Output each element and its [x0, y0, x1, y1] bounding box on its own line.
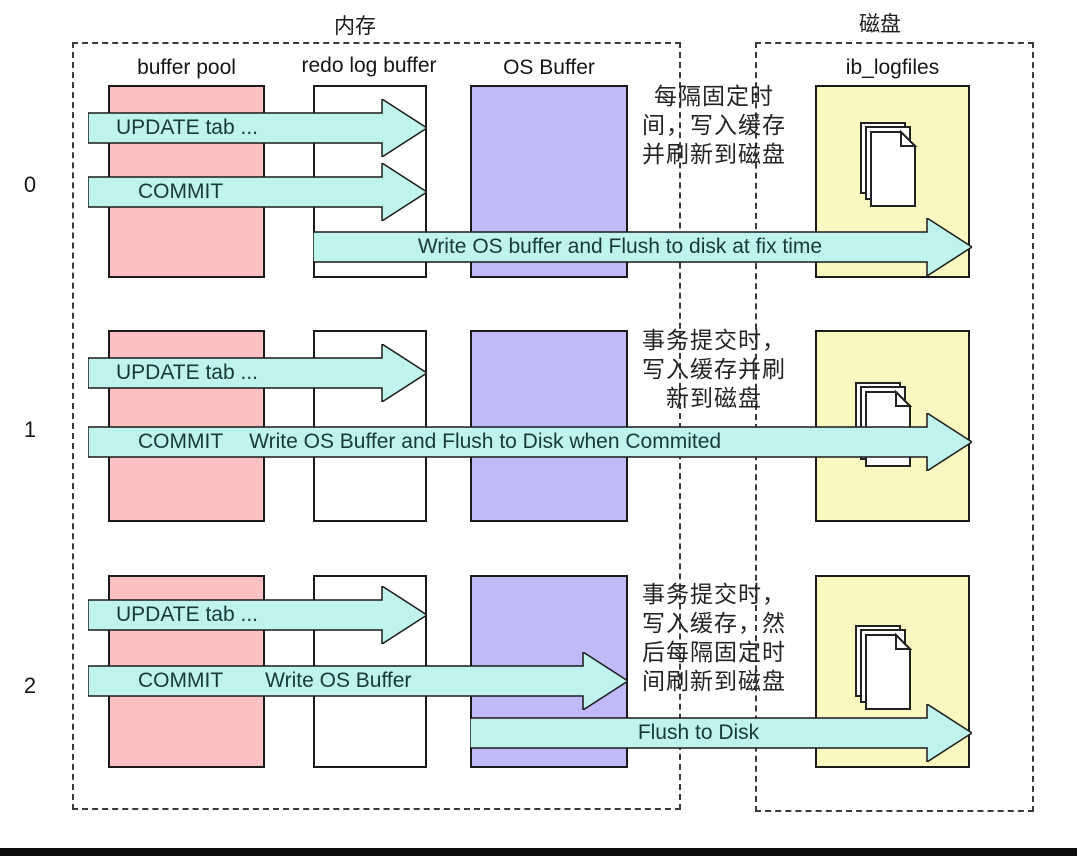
flush-flow-arrow-row0 — [313, 218, 972, 276]
commit-arrow-label-row0: COMMIT — [138, 180, 224, 203]
mode-0-annotation: 每隔固定时 间，写入缓存 并刷新到磁盘 — [642, 83, 786, 167]
flush-flow-label-row1: Write OS Buffer and Flush to Disk when C… — [249, 430, 722, 453]
update-arrow-row0 — [88, 99, 427, 157]
update-arrow-label-row0: UPDATE tab ... — [116, 116, 258, 139]
commit-flush-labels-row1: COMMIT Write OS Buffer and Flush to Disk… — [88, 413, 927, 471]
logfile-documents-icon — [860, 122, 918, 207]
flush-to-disk-label-row2: Flush to Disk — [637, 721, 760, 744]
column-header-buffer-pool: buffer pool — [137, 56, 236, 79]
update-arrow-label-row1: UPDATE tab ... — [116, 361, 258, 384]
row-label-mode-0: 0 — [23, 172, 37, 197]
commit-flush-arrow-row1 — [88, 413, 972, 471]
flush-flow-label-row0: Write OS buffer and Flush to disk at fix… — [417, 235, 823, 258]
bottom-divider-bar — [0, 848, 1077, 856]
row-label-mode-2: 2 — [23, 673, 37, 698]
commit-arrow-label-row1: COMMIT — [138, 430, 224, 453]
memory-region-label: 内存 — [334, 15, 376, 38]
column-header-ib-logfiles: ib_logfiles — [845, 56, 940, 79]
column-header-redo-log-buffer: redo log buffer — [301, 54, 437, 77]
os-buffer-box-row1 — [470, 330, 628, 522]
disk-region-label: 磁盘 — [859, 13, 901, 36]
commit-arrow-label-row2: COMMIT — [138, 669, 224, 692]
update-arrow-label-row2: UPDATE tab ... — [116, 603, 258, 626]
column-header-os-buffer: OS Buffer — [503, 56, 595, 79]
write-os-buffer-label-row2: Write OS Buffer — [265, 669, 412, 692]
update-arrow-row1 — [88, 344, 427, 402]
commit-write-arrow-row2 — [88, 652, 628, 710]
commit-write-labels-row2: COMMIT Write OS Buffer — [88, 652, 583, 710]
mode-1-annotation: 事务提交时， 写入缓存并刷 新到磁盘 — [642, 327, 786, 411]
commit-arrow-row0 — [88, 163, 427, 221]
mode-2-annotation: 事务提交时， 写入缓存，然 后每隔固定时 间刷新到磁盘 — [642, 581, 786, 694]
update-arrow-row2 — [88, 586, 427, 644]
flush-to-disk-arrow-row2 — [470, 704, 972, 762]
row-label-mode-1: 1 — [23, 417, 37, 442]
memory-region-box — [72, 42, 681, 810]
logfile-documents-icon — [855, 625, 913, 710]
